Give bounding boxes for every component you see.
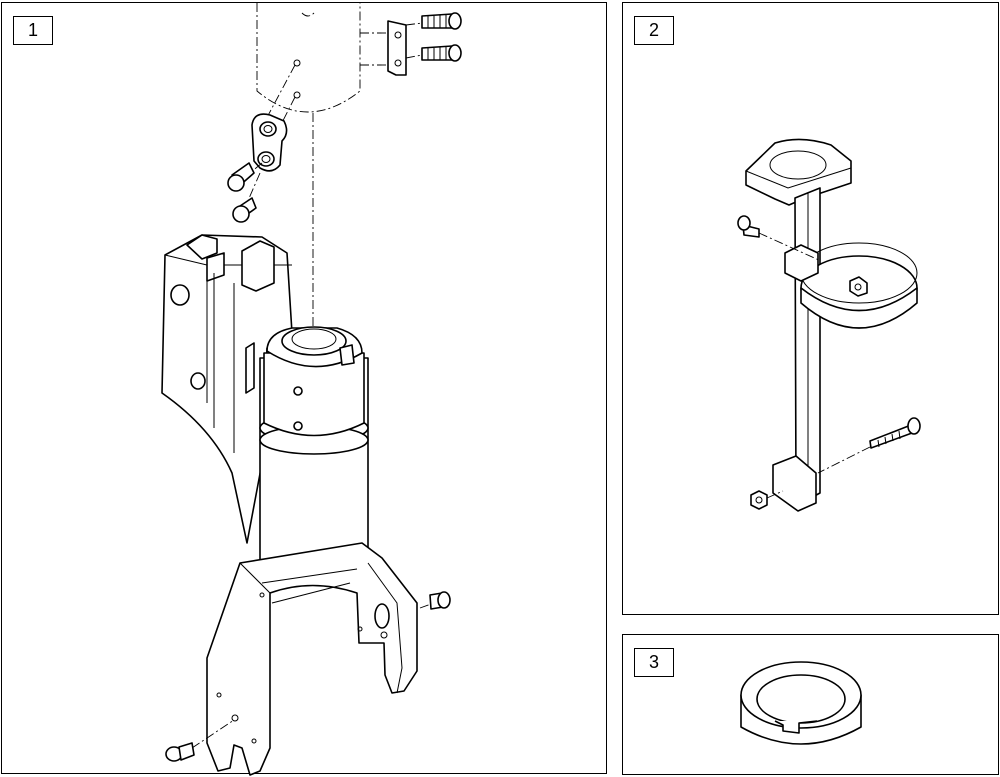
upper-screw-and-nut bbox=[737, 215, 868, 297]
small-bracket-with-screws bbox=[227, 64, 296, 223]
caster-fork bbox=[191, 542, 435, 776]
axle-bolts bbox=[165, 591, 451, 762]
clamp-plate-with-screws bbox=[360, 12, 462, 76]
panel-1: 1 bbox=[1, 2, 607, 776]
panel-1-number: 1 bbox=[13, 16, 53, 45]
holder-bottom-bracket bbox=[772, 455, 817, 512]
stem-tube bbox=[259, 326, 369, 579]
panel-2-number: 2 bbox=[634, 16, 674, 45]
spacer-ring bbox=[740, 661, 862, 745]
holder-handle bbox=[745, 138, 852, 206]
panel-2: 2 bbox=[622, 2, 999, 615]
panel-3-number: 3 bbox=[634, 648, 674, 677]
spacer-ring-drawing bbox=[740, 661, 862, 745]
phantom-tube bbox=[256, 3, 361, 333]
lower-bolt-and-nut bbox=[750, 417, 921, 510]
cup-holder-drawing bbox=[737, 138, 921, 512]
holder-ring bbox=[784, 242, 918, 329]
caster-fork-assembly-drawing bbox=[161, 3, 462, 776]
panel-3: 3 bbox=[622, 634, 999, 775]
